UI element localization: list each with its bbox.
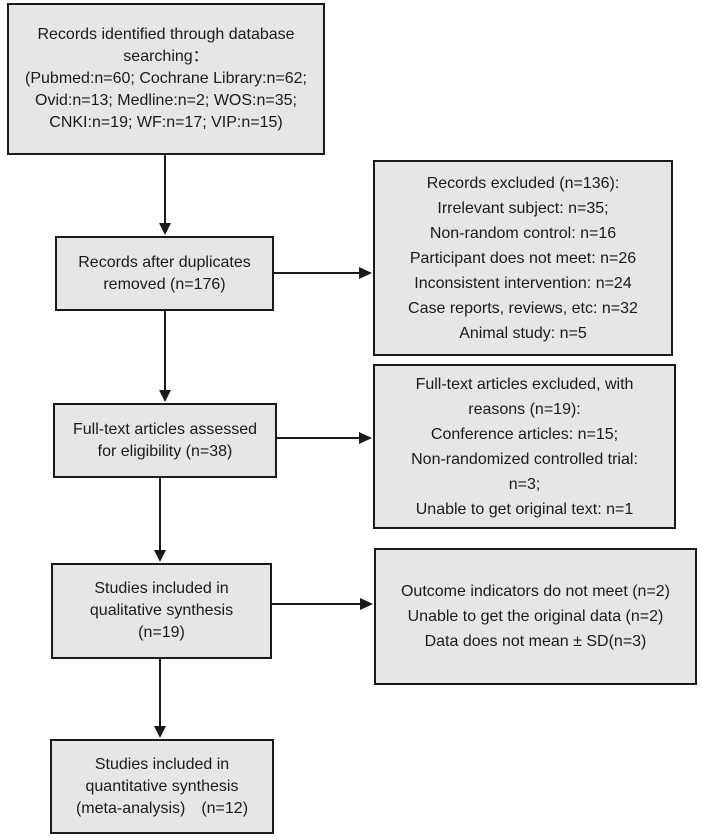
full-text-excluded-line-2: reasons (n=19): (468, 400, 581, 418)
records-excluded-line-5: Inconsistent intervention: n=24 (414, 274, 632, 292)
full-text-excluded-box: Full-text articles excluded, with reason… (373, 364, 676, 529)
records-identified-box: Records identified through database sear… (7, 3, 325, 155)
records-excluded-line-1: Records excluded (n=136): (426, 174, 620, 192)
records-identified-line-1: Records identified through database (37, 26, 295, 43)
records-identified-line-3: (Pubmed:n=60; Cochrane Library:n=62; (25, 70, 307, 87)
duplicates-removed-line-2: removed (n=176) (103, 275, 226, 293)
qualitative-excluded-box: Outcome indicators do not meet (n=2) Una… (374, 548, 697, 685)
records-excluded-line-4: Participant does not meet: n=26 (409, 249, 637, 267)
arrow-head-fulltext-to-excluded (359, 432, 372, 444)
quantitative-synthesis-line-2: quantitative synthesis (85, 777, 239, 795)
arrow-head-identified-to-duplicates (159, 223, 171, 235)
duplicates-removed-line-1: Records after duplicates (78, 253, 251, 271)
records-excluded-line-6: Case reports, reviews, etc: n=32 (408, 299, 638, 317)
quantitative-synthesis-line-1: Studies included in (94, 755, 230, 773)
records-excluded-box: Records excluded (n=136): Irrelevant sub… (373, 160, 673, 356)
full-text-excluded-line-3: Conference articles: n=15; (430, 425, 619, 443)
qualitative-excluded-line-1: Outcome indicators do not meet (n=2) (400, 583, 671, 600)
full-text-excluded-line-5: n=3; (508, 475, 541, 493)
arrow-head-qualitative-to-quantitative (154, 726, 166, 738)
qualitative-excluded-line-2: Unable to get the original data (n=2) (407, 608, 664, 625)
full-text-excluded-line-6: Unable to get original text: n=1 (415, 500, 634, 518)
full-text-assessed-line-2: for eligibility (n=38) (97, 442, 233, 460)
quantitative-synthesis-line-3: (meta-analysis) (n=12) (75, 799, 249, 817)
full-text-assessed-box: Full-text articles assessed for eligibil… (53, 403, 277, 478)
quantitative-synthesis-box: Studies included in quantitative synthes… (50, 739, 274, 834)
records-identified-line-5: CNKI:n=19; WF:n=17; VIP:n=15) (49, 114, 283, 131)
records-excluded-line-7: Animal study: n=5 (459, 324, 587, 342)
records-excluded-line-2: Irrelevant subject: n=35; (437, 199, 609, 217)
records-identified-line-4: Ovid:n=13; Medline:n=2; WOS:n=35; (35, 92, 297, 109)
full-text-excluded-line-4: Non-randomized controlled trial: (411, 450, 638, 468)
qualitative-synthesis-line-3: (n=19) (138, 624, 185, 641)
arrow-head-qualitative-to-excluded (360, 598, 373, 610)
duplicates-removed-box: Records after duplicates removed (n=176) (55, 236, 274, 311)
records-excluded-line-3: Non-random control: n=16 (429, 224, 617, 242)
full-text-excluded-line-1: Full-text articles excluded, with (415, 375, 634, 393)
qualitative-synthesis-line-2: qualitative synthesis (89, 602, 234, 619)
arrow-head-fulltext-to-qualitative (154, 550, 166, 562)
qualitative-synthesis-box: Studies included in qualitative synthesi… (51, 563, 272, 659)
arrow-head-duplicates-to-fulltext (159, 390, 171, 402)
records-identified-line-2: searching： (123, 48, 209, 65)
full-text-assessed-line-1: Full-text articles assessed (72, 420, 258, 438)
arrow-head-duplicates-to-excluded (359, 267, 372, 279)
qualitative-excluded-line-3: Data does not mean ± SD(n=3) (424, 633, 647, 650)
qualitative-synthesis-line-1: Studies included in (94, 580, 229, 597)
